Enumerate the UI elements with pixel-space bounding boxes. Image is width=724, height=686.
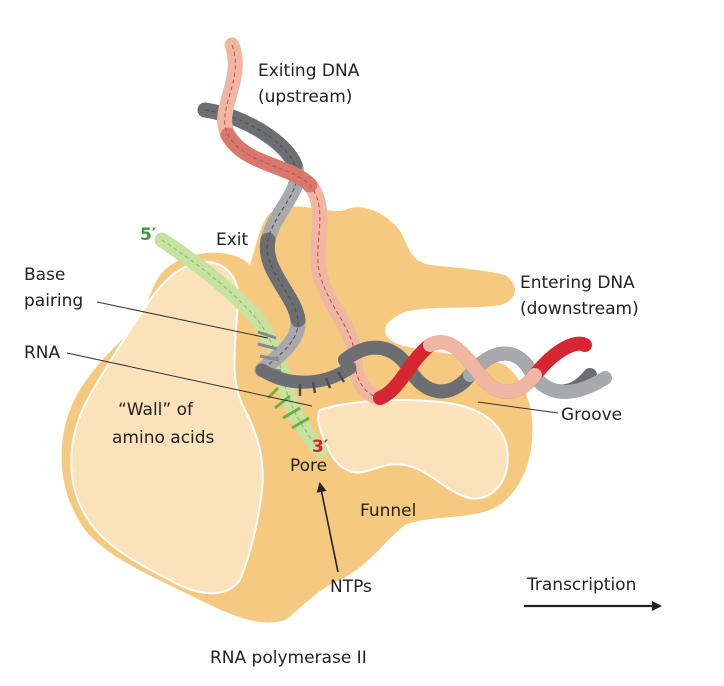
amino-acid-wall: [70, 260, 264, 595]
base-pairing-label-line2: pairing: [24, 291, 83, 311]
exit-label: Exit: [216, 230, 249, 250]
base-pairing-label-line1: Base: [24, 265, 65, 285]
wall-label-line2: amino acids: [112, 428, 215, 448]
exiting-dna-label-line2: (upstream): [258, 87, 352, 107]
three-prime-label: 3′: [312, 437, 329, 457]
pore-label: Pore: [290, 456, 327, 476]
pointer-lines: [66, 301, 559, 414]
entering-dna-helix: [338, 335, 612, 405]
caption-label: RNA polymerase II: [210, 648, 367, 668]
rna-base-ticks: [266, 386, 310, 430]
funnel-groove-region: [317, 399, 509, 500]
groove-label: Groove: [561, 405, 622, 425]
entering-dna-label-line2: (downstream): [520, 299, 639, 319]
ntps-label: NTPs: [330, 577, 372, 597]
five-prime-label: 5′: [140, 225, 157, 245]
ntps-arrow: [316, 482, 339, 573]
exiting-dna-label-line1: Exiting DNA: [258, 61, 360, 81]
rna-label: RNA: [24, 343, 61, 363]
wall-label-line1: “Wall” of: [118, 400, 194, 420]
entering-dna-label-line1: Entering DNA: [520, 273, 635, 293]
transcription-label: Transcription: [526, 575, 636, 595]
template-strand: [255, 361, 357, 389]
funnel-label: Funnel: [360, 501, 416, 521]
